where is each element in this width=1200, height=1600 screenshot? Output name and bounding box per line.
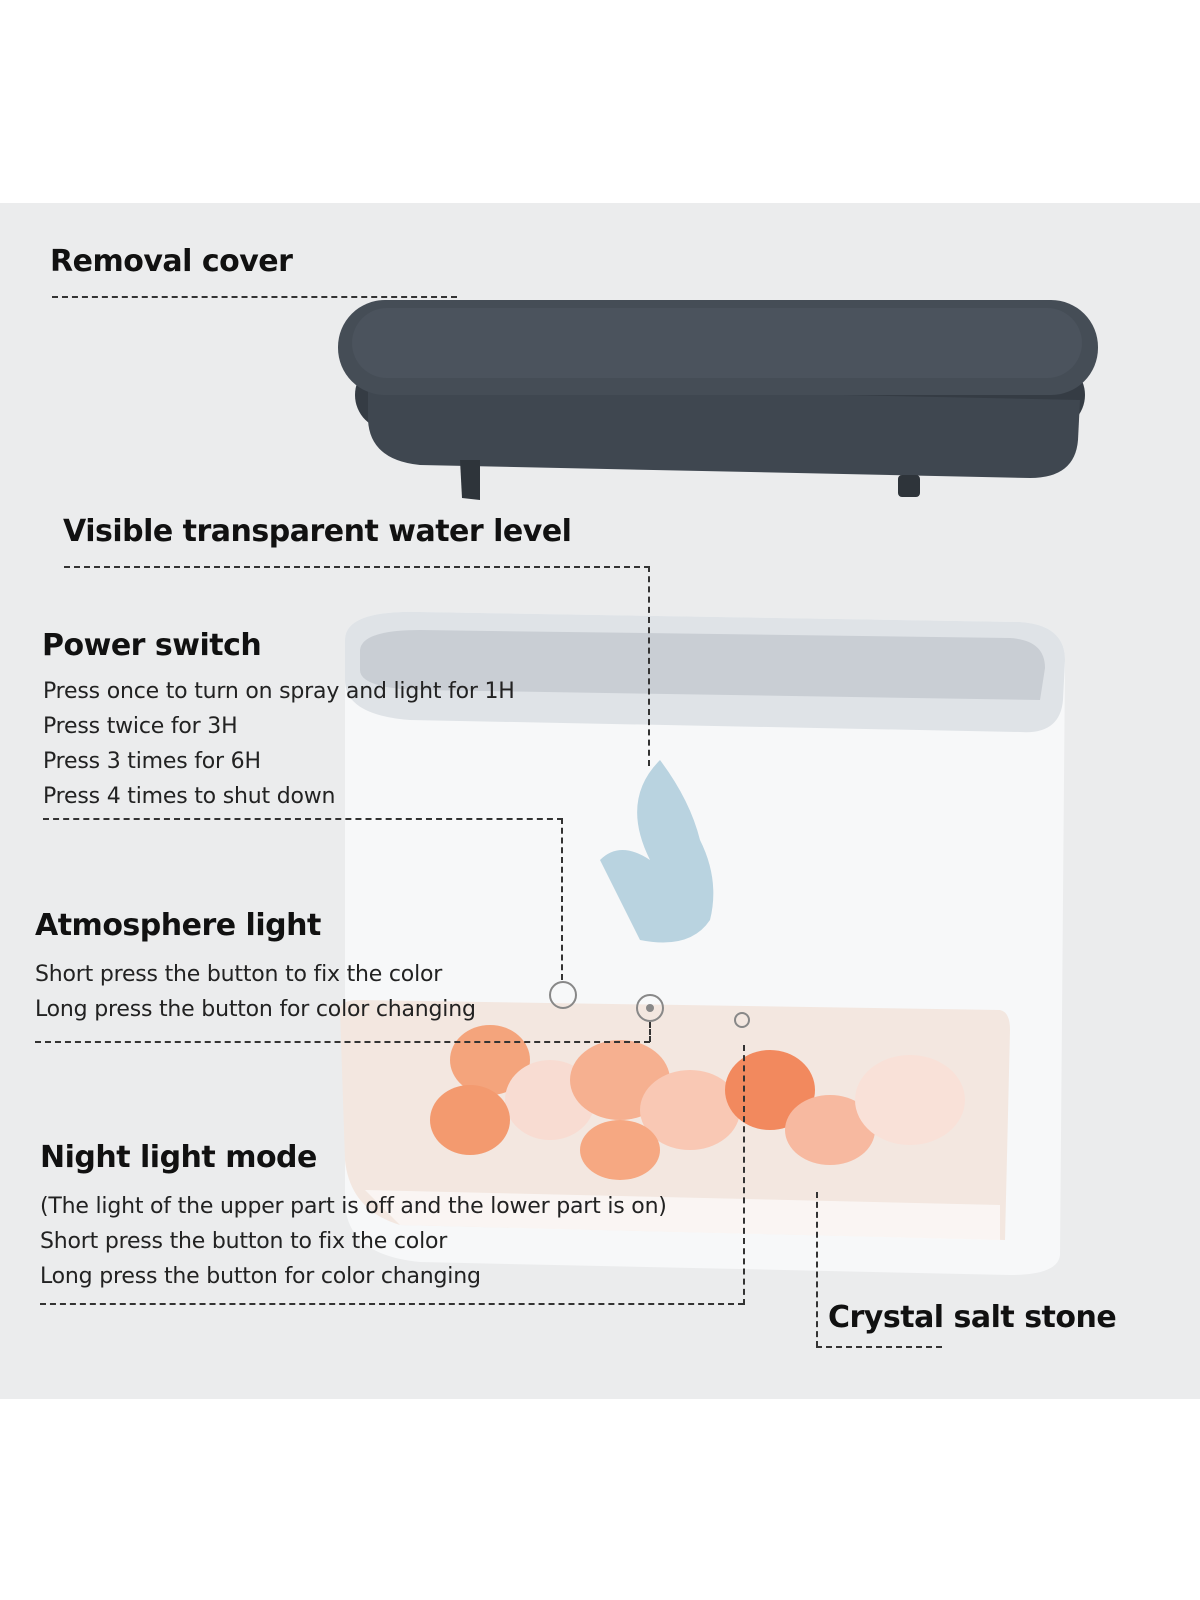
night-light-title: Night light mode [40, 1140, 317, 1175]
removal-cover-image [338, 300, 1098, 500]
night-light-line: (The light of the upper part is off and … [40, 1194, 667, 1219]
atmosphere-light-line: Short press the button to fix the color [35, 962, 443, 987]
removal-cover-label: Removal cover [50, 244, 293, 279]
night-light-leader-line [40, 1303, 744, 1305]
power-switch-title: Power switch [42, 628, 262, 663]
night-light-line: Long press the button for color changing [40, 1264, 481, 1289]
water-level-leader-line [64, 566, 650, 568]
power-switch-line: Press 3 times for 6H [43, 749, 261, 774]
crystal-salt-leader-line [816, 1346, 942, 1348]
water-level-label: Visible transparent water level [63, 514, 572, 549]
power-switch-line: Press 4 times to shut down [43, 784, 336, 809]
night-light-leader-vertical [743, 1045, 745, 1305]
flame-icon [600, 760, 714, 943]
power-switch-line: Press once to turn on spray and light fo… [43, 679, 515, 704]
spray-button-icon [549, 981, 577, 1009]
power-switch-line: Press twice for 3H [43, 714, 238, 739]
atmosphere-light-line: Long press the button for color changing [35, 997, 476, 1022]
power-switch-leader-line [43, 818, 563, 820]
atmosphere-light-button-icon [636, 994, 664, 1022]
atmosphere-light-title: Atmosphere light [35, 908, 321, 943]
button-icons [549, 981, 750, 1028]
diffuser-body-image [340, 611, 1065, 1275]
water-level-leader-vertical [648, 566, 650, 766]
crystal-salt-leader-vertical [816, 1192, 818, 1347]
power-switch-leader-vertical [561, 818, 563, 980]
atmosphere-light-leader-vertical [649, 1022, 651, 1042]
crystal-salt-label: Crystal salt stone [828, 1300, 1117, 1335]
atmosphere-light-leader-line [35, 1041, 650, 1043]
night-light-line: Short press the button to fix the color [40, 1229, 448, 1254]
removal-cover-leader-line [52, 296, 457, 298]
night-light-button-icon [734, 1012, 750, 1028]
